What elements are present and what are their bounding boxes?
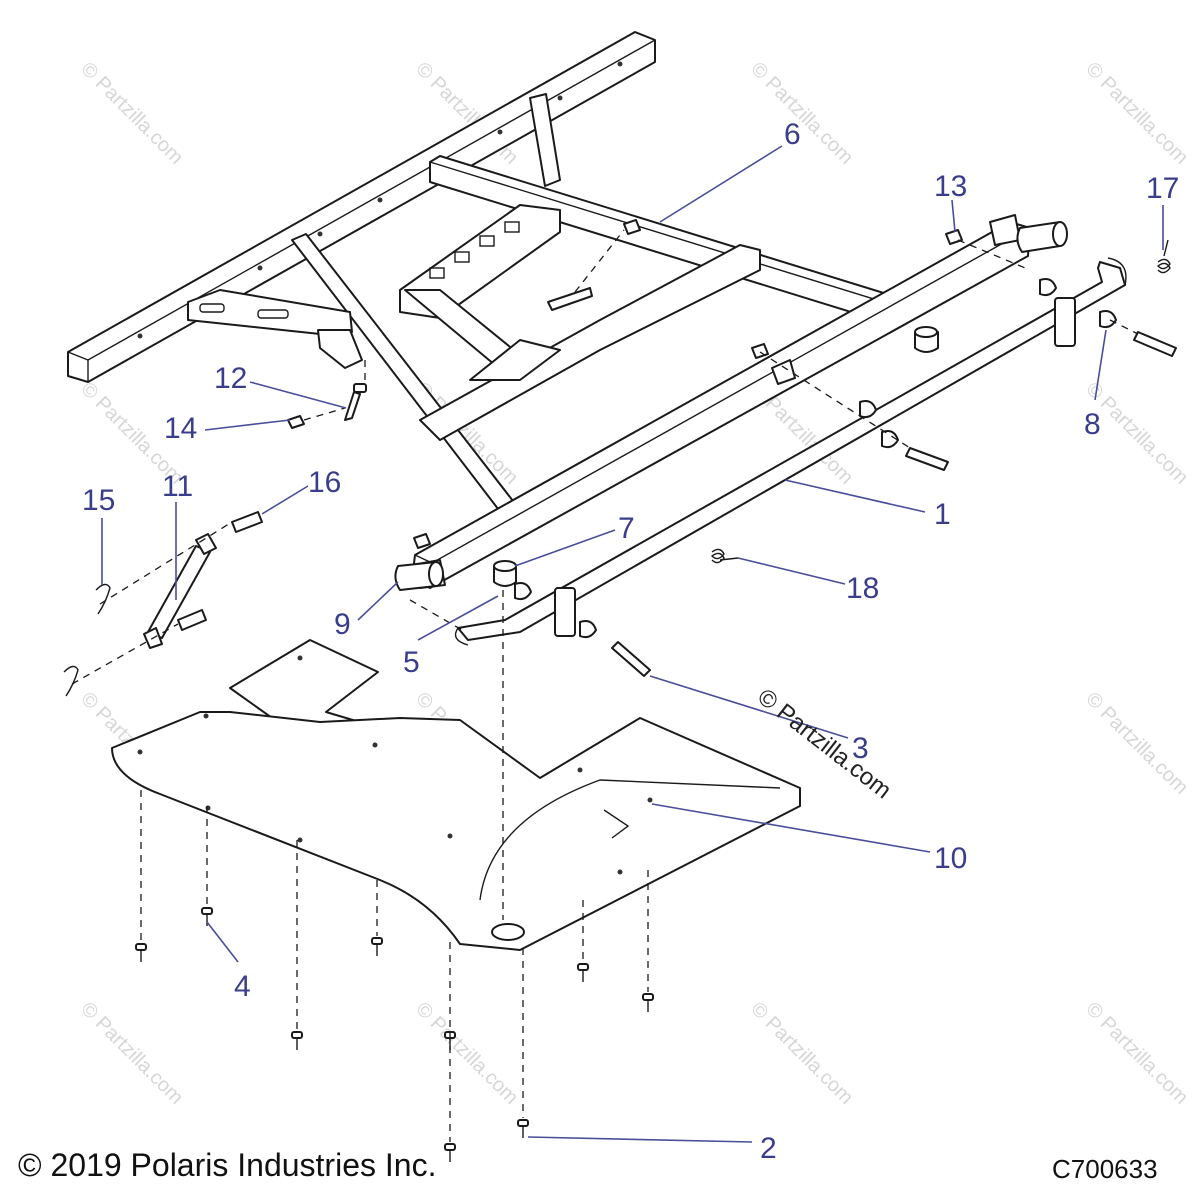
callout-9[interactable]: 9 xyxy=(334,608,351,641)
callout-2[interactable]: 2 xyxy=(760,1132,777,1165)
stabilizer-bar xyxy=(454,257,1127,646)
frame-vertical-strut xyxy=(529,93,561,187)
frame-rear-arm xyxy=(469,339,561,381)
frame-assembly xyxy=(67,31,1031,589)
watermark: © Partzilla.com xyxy=(746,58,857,169)
bolt-3 xyxy=(611,641,651,677)
watermark: © Partzilla.com xyxy=(411,998,522,1109)
callout-3[interactable]: 3 xyxy=(852,732,869,765)
leader-12 xyxy=(249,381,347,409)
skid-plate-screws xyxy=(135,907,654,1162)
leader-9 xyxy=(357,581,399,621)
bolt-8 xyxy=(1133,331,1177,357)
bumpers xyxy=(493,326,939,587)
watermark: © Partzilla.com xyxy=(1081,58,1192,169)
bar-clamp-top xyxy=(1039,278,1057,297)
callout-12[interactable]: 12 xyxy=(214,362,247,395)
screw xyxy=(577,963,589,982)
gas-strut-end-top xyxy=(195,533,217,555)
gas-strut xyxy=(63,511,263,697)
watermark: © Partzilla.com xyxy=(76,998,187,1109)
screw xyxy=(642,993,654,1012)
leader-6 xyxy=(659,145,783,223)
leader-16 xyxy=(261,485,309,515)
assembly-lines xyxy=(71,229,1139,1142)
callout-18[interactable]: 18 xyxy=(846,572,879,605)
callout-8[interactable]: 8 xyxy=(1084,408,1101,441)
skid-plate-body xyxy=(111,711,801,951)
pin-lower xyxy=(177,609,207,631)
screw xyxy=(135,943,147,962)
callout-13[interactable]: 13 xyxy=(934,170,967,203)
skid-plate-hole xyxy=(491,923,525,941)
leader-lines xyxy=(101,145,1164,1143)
springs xyxy=(710,239,1171,564)
bar-clamp-frame xyxy=(859,400,877,419)
leader-1 xyxy=(784,479,926,513)
pin-upper xyxy=(231,511,263,533)
bar-clamp-mid xyxy=(881,430,899,449)
nut-center xyxy=(623,219,641,235)
leader-10 xyxy=(651,803,931,853)
frame-rail-bracket-mid xyxy=(771,359,796,385)
frame-left-bracket xyxy=(187,289,353,335)
callout-10[interactable]: 10 xyxy=(934,842,967,875)
leader-3 xyxy=(649,675,849,739)
leader-13 xyxy=(951,199,956,233)
fasteners xyxy=(287,219,1177,677)
watermark: © Partzilla.com xyxy=(76,58,187,169)
torsion-spring-lower xyxy=(710,548,739,564)
torsion-spring-upper xyxy=(1156,239,1171,274)
cotter-pin-lower xyxy=(63,665,79,697)
frame-center-slots xyxy=(429,221,520,279)
bar-clamp-upper xyxy=(1099,310,1117,329)
bolt-center xyxy=(547,287,593,311)
bushings xyxy=(394,221,1068,591)
skid-plate xyxy=(111,639,801,951)
screw xyxy=(201,907,213,926)
callouts: 1 2 3 4 5 6 7 8 9 10 11 12 13 14 15 16 1… xyxy=(82,118,1179,1165)
screw xyxy=(291,1031,303,1050)
frame-left-gusset xyxy=(317,329,363,369)
watermark: © Partzilla.com xyxy=(1081,688,1192,799)
nut-lower xyxy=(413,533,431,549)
leader-4 xyxy=(206,921,239,963)
cotter-pin-upper xyxy=(95,583,111,615)
callout-15[interactable]: 15 xyxy=(82,484,115,517)
leader-7 xyxy=(514,529,616,567)
callout-11[interactable]: 11 xyxy=(162,470,193,503)
copyright-text: © 2019 Polaris Industries Inc. xyxy=(18,1147,436,1183)
callout-16[interactable]: 16 xyxy=(308,466,341,499)
callout-17[interactable]: 17 xyxy=(1146,172,1179,205)
watermark: © Partzilla.com xyxy=(1081,998,1192,1109)
bolt-12 xyxy=(344,391,361,421)
callout-4[interactable]: 4 xyxy=(234,970,251,1003)
nut-14 xyxy=(287,415,305,429)
leader-18 xyxy=(737,557,846,585)
leader-2 xyxy=(527,1136,753,1143)
frame-curved-arm xyxy=(419,244,761,441)
callout-5[interactable]: 5 xyxy=(403,646,420,679)
callout-7[interactable]: 7 xyxy=(618,512,635,545)
leader-5 xyxy=(417,595,499,641)
screw xyxy=(444,1143,456,1162)
callout-6[interactable]: 6 xyxy=(784,118,801,151)
figure-code: C700633 xyxy=(1052,1154,1158,1184)
bar-clamp-lower xyxy=(579,620,597,639)
bolt-mid xyxy=(905,447,949,471)
bar-clamp-left xyxy=(514,582,532,601)
screw xyxy=(371,937,383,956)
callout-14[interactable]: 14 xyxy=(164,412,197,445)
screw xyxy=(517,1119,529,1138)
watermark: © Partzilla.com xyxy=(746,998,857,1109)
frame-rail-top-bracket xyxy=(989,214,1021,246)
bar-bracket-upper xyxy=(1054,297,1076,347)
bar-bracket-lower xyxy=(554,587,576,637)
nut-13 xyxy=(945,229,963,245)
stabilizer-bar-tube xyxy=(457,261,1126,641)
leader-8 xyxy=(1094,329,1107,401)
callout-1[interactable]: 1 xyxy=(934,498,951,531)
leader-14 xyxy=(204,419,291,431)
